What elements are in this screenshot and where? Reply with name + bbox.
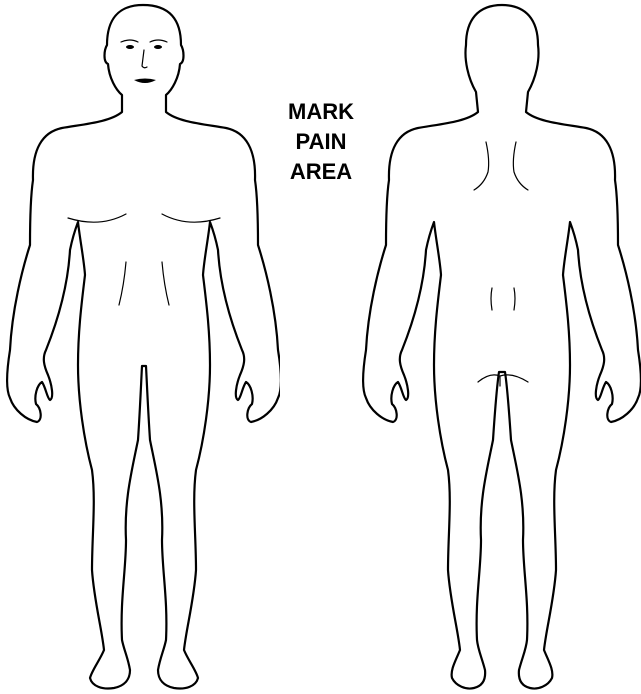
left-eye bbox=[126, 45, 134, 49]
front-body-silhouette[interactable] bbox=[7, 5, 280, 689]
back-body-figure[interactable] bbox=[356, 0, 641, 694]
front-body-figure[interactable] bbox=[0, 0, 280, 694]
right-eye bbox=[154, 45, 162, 49]
front-body-outline-svg[interactable] bbox=[0, 0, 280, 694]
back-body-silhouette[interactable] bbox=[363, 5, 641, 689]
back-body-outline-svg[interactable] bbox=[356, 0, 641, 694]
